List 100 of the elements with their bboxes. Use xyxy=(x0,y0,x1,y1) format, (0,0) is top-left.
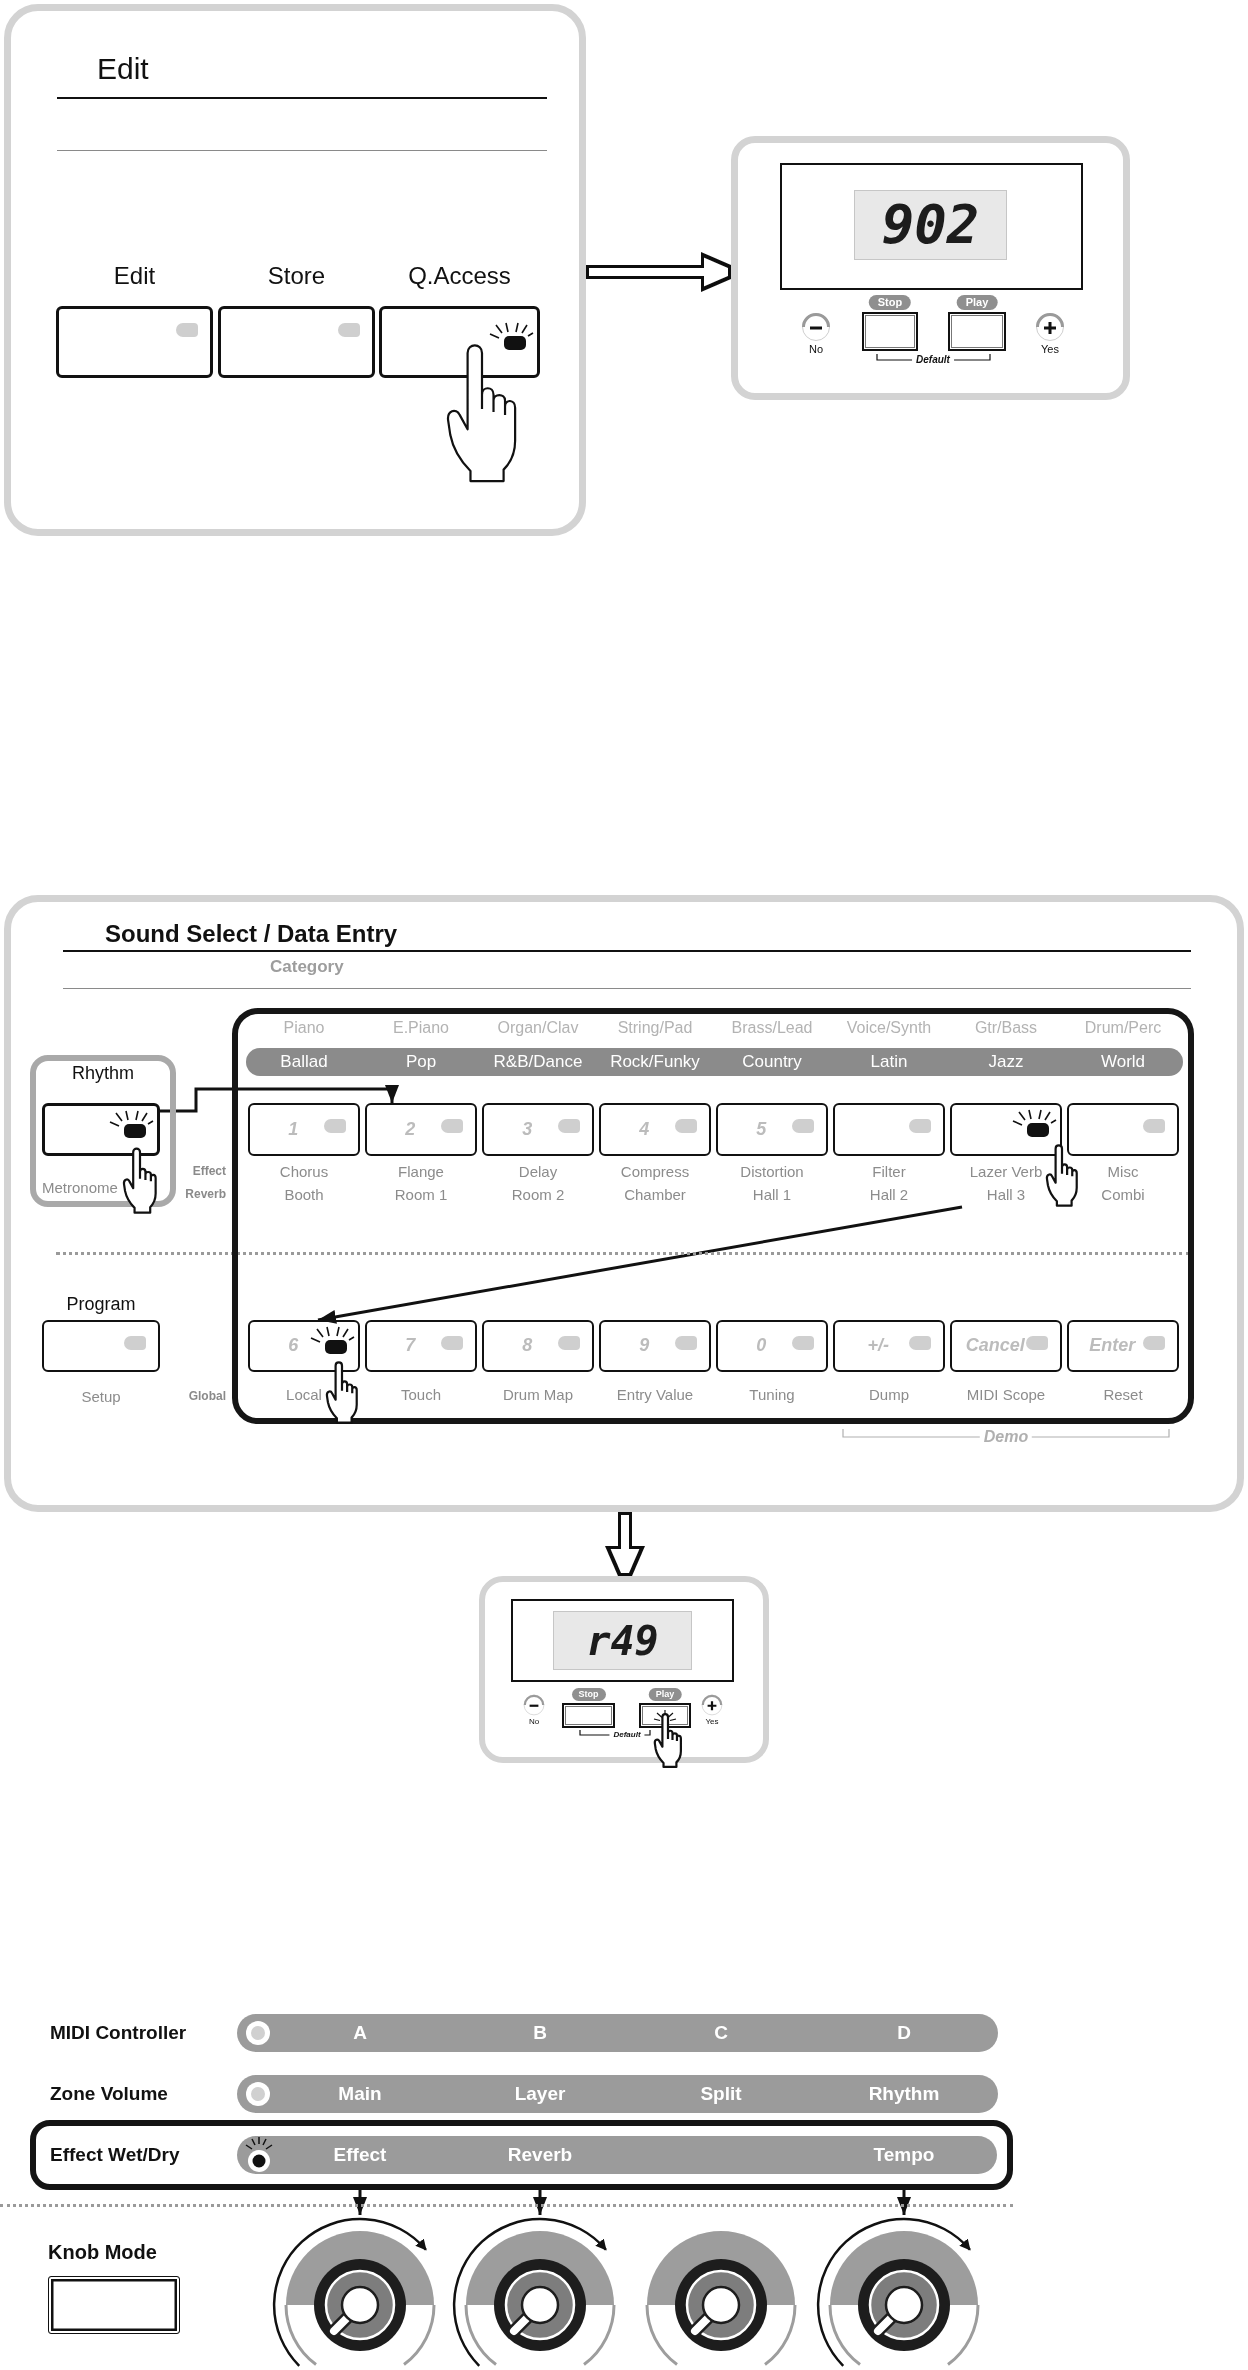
row-title: Effect Wet/Dry xyxy=(50,2143,180,2167)
display-digits: r49 xyxy=(586,1616,659,1665)
bar-label: Split xyxy=(700,2082,742,2106)
key-number: 4 xyxy=(639,1118,650,1141)
display-frame xyxy=(780,163,1083,290)
style-band xyxy=(246,1048,1183,1076)
function-label: Reset xyxy=(1103,1386,1143,1404)
key-number: Cancel xyxy=(965,1335,1025,1357)
row-label: Global xyxy=(188,1389,226,1404)
arrow xyxy=(897,2190,911,2215)
function-label: Hall 3 xyxy=(986,1186,1026,1204)
style-label: Latin xyxy=(870,1051,908,1073)
function-label: Tuning xyxy=(749,1386,795,1404)
pill-label: Stop xyxy=(571,1688,606,1701)
category-label: String/Pad xyxy=(617,1018,693,1038)
bar-label: A xyxy=(353,2021,367,2045)
function-label: Room 2 xyxy=(511,1186,565,1204)
key-number: 1 xyxy=(288,1118,299,1141)
bar-label: Reverb xyxy=(507,2143,573,2167)
bar-label: C xyxy=(714,2021,728,2045)
category-label: Voice/Synth xyxy=(846,1018,932,1038)
key-label: Program xyxy=(66,1294,136,1316)
bar-label: D xyxy=(897,2021,911,2045)
arrow xyxy=(533,2190,547,2215)
key-number: 9 xyxy=(639,1335,650,1357)
key-label: Edit xyxy=(113,262,156,291)
key-number: Enter xyxy=(1089,1335,1136,1357)
function-label: Hall 1 xyxy=(752,1186,792,1204)
function-label: Touch xyxy=(401,1386,441,1404)
function-label: Hall 2 xyxy=(869,1186,909,1204)
style-label: World xyxy=(1100,1051,1146,1073)
key-label: Yes xyxy=(705,1717,719,1727)
bar-label: Main xyxy=(338,2082,382,2106)
panel-frame xyxy=(4,895,1244,1512)
pill-label: Play xyxy=(648,1688,682,1701)
bar-label: Rhythm xyxy=(868,2082,940,2106)
arrow xyxy=(160,1085,399,1113)
style-label: Rock/Funky xyxy=(610,1051,700,1073)
key-number: 3 xyxy=(522,1118,533,1141)
function-label: Chorus xyxy=(279,1163,329,1181)
function-label: Room 1 xyxy=(394,1186,448,1204)
key-number: +/- xyxy=(867,1335,889,1357)
row-title: MIDI Controller xyxy=(50,2021,187,2045)
display-digits: 902 xyxy=(881,192,980,258)
section-title: Sound Select / Data Entry xyxy=(105,920,398,949)
style-label: Ballad xyxy=(280,1051,328,1073)
arrow xyxy=(353,2190,367,2215)
bar-label: Layer xyxy=(514,2082,566,2106)
bar-label: Effect xyxy=(333,2143,387,2167)
key-label: Knob Mode xyxy=(48,2240,157,2264)
bracket-label: Default xyxy=(609,1730,645,1740)
highlight-frame xyxy=(232,1008,1194,1424)
key-number: 7 xyxy=(405,1335,416,1357)
function-label: Setup xyxy=(81,1388,121,1406)
function-label: Compress xyxy=(620,1163,690,1181)
pill-label: Stop xyxy=(868,295,912,310)
function-label: Filter xyxy=(872,1163,906,1181)
category-label: Piano xyxy=(283,1018,325,1038)
function-label: Lazer Verb xyxy=(969,1163,1043,1181)
panel-button xyxy=(42,1103,160,1156)
category-label: Organ/Clav xyxy=(497,1018,579,1038)
highlight-frame xyxy=(30,2120,1013,2190)
style-label: Country xyxy=(742,1051,802,1073)
section-label: Category xyxy=(270,957,344,978)
function-label: Dump xyxy=(869,1386,909,1404)
key-number: 2 xyxy=(405,1118,416,1141)
bracket-label: Default xyxy=(912,354,954,366)
arrow xyxy=(317,1205,963,1324)
key-label: Q.Access xyxy=(408,262,511,291)
function-label: Chamber xyxy=(624,1186,686,1204)
panel-frame xyxy=(479,1576,769,1763)
style-label: Jazz xyxy=(988,1051,1024,1073)
category-label: E.Piano xyxy=(393,1018,449,1038)
style-label: Pop xyxy=(405,1051,437,1073)
bar-label: Tempo xyxy=(873,2143,935,2167)
bar-label: B xyxy=(533,2021,547,2045)
key-label: Store xyxy=(267,262,326,291)
row-label: Reverb xyxy=(185,1187,226,1202)
row-label: Effect xyxy=(192,1164,226,1179)
display-frame xyxy=(511,1599,734,1682)
function-label: Delay xyxy=(518,1163,558,1181)
section-title: Edit xyxy=(97,51,149,87)
function-label: Metronome xyxy=(42,1179,118,1197)
function-label: Entry Value xyxy=(616,1386,694,1404)
function-label: Local xyxy=(286,1386,322,1404)
pill-label: Play xyxy=(956,295,998,310)
key-label: Rhythm xyxy=(72,1063,134,1085)
category-label: Drum/Perc xyxy=(1084,1018,1162,1038)
function-label: Distortion xyxy=(740,1163,804,1181)
function-label: Misc xyxy=(1107,1163,1139,1181)
function-label: Flange xyxy=(398,1163,444,1181)
panel-frame xyxy=(4,4,586,536)
function-label: Booth xyxy=(284,1186,324,1204)
key-label: Yes xyxy=(1041,343,1059,357)
function-label: MIDI Scope xyxy=(966,1386,1046,1404)
mode-bar xyxy=(237,2136,997,2174)
category-label: Brass/Lead xyxy=(731,1018,813,1038)
panel-frame xyxy=(731,136,1130,400)
key-number: 0 xyxy=(756,1335,767,1357)
row-title: Zone Volume xyxy=(50,2082,168,2106)
